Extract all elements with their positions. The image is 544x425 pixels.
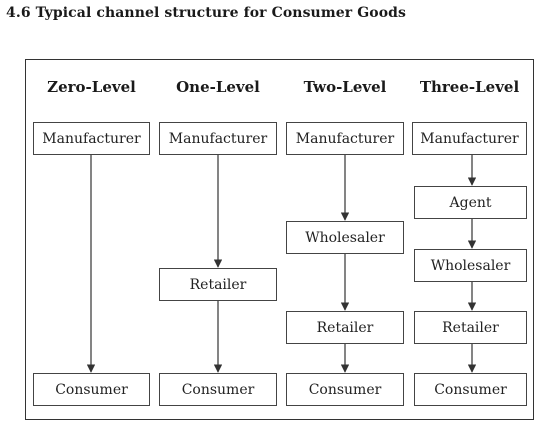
zero-level-manufacturer-box: Manufacturer xyxy=(33,122,150,155)
two-level-consumer-box: Consumer xyxy=(286,373,404,406)
two-level-retailer-box: Retailer xyxy=(286,311,404,344)
zero-level-consumer-box: Consumer xyxy=(33,373,150,406)
one-level-consumer-box: Consumer xyxy=(159,373,277,406)
column-title-one-level: One-Level xyxy=(176,78,260,96)
column-title-zero-level: Zero-Level xyxy=(47,78,136,96)
diagram-frame xyxy=(25,59,534,420)
one-level-retailer-box: Retailer xyxy=(159,268,277,301)
two-level-wholesaler-box: Wholesaler xyxy=(286,221,404,254)
three-level-manufacturer-box: Manufacturer xyxy=(412,122,527,155)
one-level-manufacturer-box: Manufacturer xyxy=(159,122,277,155)
three-level-agent-box: Agent xyxy=(414,186,527,219)
three-level-consumer-box: Consumer xyxy=(414,373,527,406)
column-title-three-level: Three-Level xyxy=(419,78,520,96)
figure-heading: 4.6 Typical channel structure for Consum… xyxy=(6,5,407,21)
three-level-wholesaler-box: Wholesaler xyxy=(414,249,527,282)
column-title-two-level: Two-Level xyxy=(303,78,387,96)
two-level-manufacturer-box: Manufacturer xyxy=(286,122,404,155)
three-level-retailer-box: Retailer xyxy=(414,311,527,344)
